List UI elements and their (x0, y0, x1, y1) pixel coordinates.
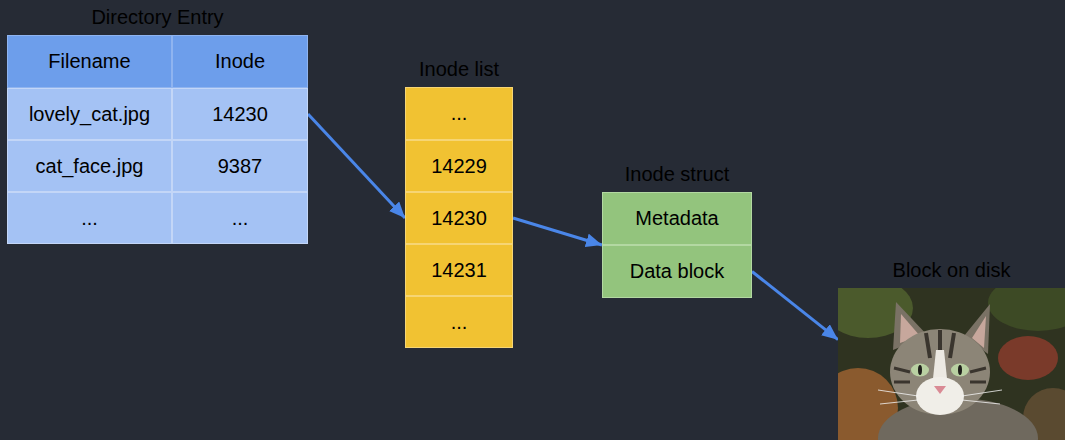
table-cell: cat_face.jpg (7, 140, 172, 192)
cell-label: ... (81, 207, 98, 230)
directory-table: Directory EntryFilenameInodelovely_cat.j… (7, 35, 308, 244)
cell-label: Filename (48, 50, 130, 73)
group-heading: Inode list (419, 58, 499, 81)
cell-label: ... (232, 207, 249, 230)
struct-field: Metadata (602, 192, 752, 245)
cell-label: lovely_cat.jpg (29, 103, 150, 126)
cell-label: 14229 (431, 155, 487, 178)
cell-label: Data block (630, 260, 725, 283)
cell-label: 14231 (431, 259, 487, 282)
inode-struct: Inode structMetadataData block (602, 192, 752, 298)
cell-label: 9387 (218, 155, 263, 178)
inode-entry: 14231 (405, 244, 513, 296)
table-cell: lovely_cat.jpg (7, 88, 172, 140)
group-heading: Inode struct (625, 163, 730, 186)
cell-label: cat_face.jpg (36, 155, 144, 178)
pointer-arrow (308, 114, 405, 218)
cell-label: Inode (215, 50, 265, 73)
cell-label: Metadata (635, 207, 718, 230)
inode-list: Inode list...142291423014231... (405, 87, 513, 348)
cell-label: 14230 (431, 207, 487, 230)
table-cell: 14230 (172, 88, 308, 140)
table-header-cell: Inode (172, 35, 308, 88)
table-cell: 9387 (172, 140, 308, 192)
cell-label: 14230 (212, 103, 268, 126)
pointer-arrow (752, 272, 838, 340)
cat-photo (838, 288, 1065, 440)
pointer-arrow (513, 218, 602, 245)
disk-block: Block on disk (838, 288, 1065, 440)
group-heading: Directory Entry (91, 6, 223, 29)
struct-field: Data block (602, 245, 752, 298)
inode-entry: ... (405, 87, 513, 140)
table-header-cell: Filename (7, 35, 172, 88)
inode-entry: 14230 (405, 192, 513, 244)
inode-entry: ... (405, 296, 513, 348)
table-cell: ... (172, 192, 308, 244)
group-heading: Block on disk (893, 259, 1011, 282)
inode-entry: 14229 (405, 140, 513, 192)
table-cell: ... (7, 192, 172, 244)
cell-label: ... (451, 311, 468, 334)
cell-label: ... (451, 102, 468, 125)
